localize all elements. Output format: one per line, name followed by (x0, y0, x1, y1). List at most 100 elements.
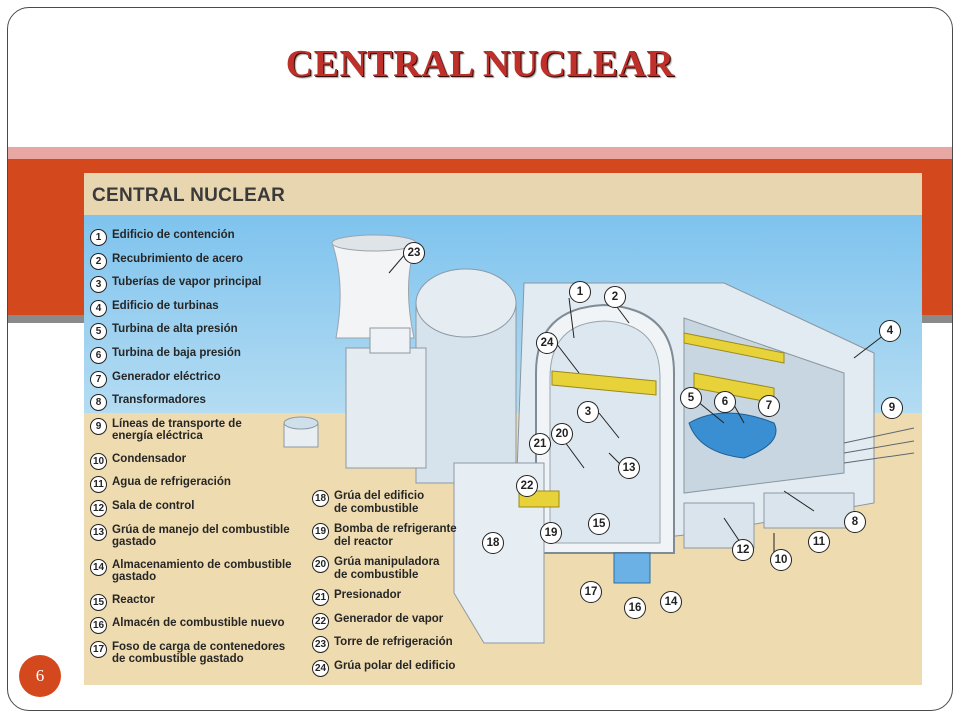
legend-label: Grúa de manejo del combustible gastado (112, 523, 290, 549)
legend-number: 5 (90, 323, 107, 341)
legend-label: Grúa del edificio de combustible (334, 490, 425, 515)
callout-10: 10 (770, 549, 792, 571)
turbines (688, 412, 777, 459)
legend-label: Torre de refrigeración (334, 636, 453, 649)
legend-item: 11 Agua de refrigeración (90, 476, 231, 494)
slide-title: CENTRAL NUCLEAR (285, 43, 675, 85)
legend-number: 23 (312, 636, 329, 654)
legend-label: Transformadores (112, 394, 206, 407)
callout-17: 17 (580, 581, 602, 603)
figure-header: CENTRAL NUCLEAR (84, 173, 922, 215)
legend-number: 24 (312, 659, 329, 677)
callout-15: 15 (588, 513, 610, 535)
legend-number: 13 (90, 523, 107, 541)
legend-item: 3 Tuberías de vapor principal (90, 276, 262, 294)
legend-item: 19 Bomba de refrigerante del reactor (312, 523, 457, 548)
legend-label: Tuberías de vapor principal (112, 276, 262, 289)
figure-title: CENTRAL NUCLEAR (92, 185, 286, 206)
callout-21: 21 (529, 433, 551, 455)
legend-number: 12 (90, 500, 107, 517)
callout-20: 20 (551, 423, 573, 445)
legend-number: 17 (90, 640, 107, 658)
legend-number: 8 (90, 394, 107, 412)
legend-label: Foso de carga de contenedores de combust… (112, 640, 286, 666)
legend-item: 24 Grúa polar del edificio (312, 659, 456, 677)
callout-7: 7 (758, 395, 780, 417)
callout-19: 19 (540, 522, 562, 544)
legend-item: 10 Condensador (90, 452, 187, 470)
legend-number: 4 (90, 299, 107, 317)
legend-label: Reactor (112, 593, 155, 606)
legend-number: 22 (312, 612, 329, 630)
legend-number: 6 (90, 347, 107, 364)
legend-number: 9 (90, 417, 107, 435)
legend-number: 1 (90, 229, 107, 246)
callout-8: 8 (844, 511, 866, 533)
callout-2: 2 (604, 286, 626, 308)
legend-label: Generador de vapor (334, 612, 444, 625)
legend-item: 13 Grúa de manejo del combustible gastado (90, 523, 290, 549)
nuclear-plant-figure: CENTRAL NUCLEAR (84, 173, 922, 685)
legend-label: Condensador (112, 452, 187, 465)
legend-label: Líneas de transporte de energía eléctric… (112, 417, 242, 443)
callout-23: 23 (403, 242, 425, 264)
callout-9: 9 (881, 397, 903, 419)
callout-11: 11 (808, 531, 830, 553)
legend-number: 20 (312, 556, 329, 573)
legend-item: 5 Turbina de alta presión (90, 323, 238, 341)
legend-item: 6 Turbina de baja presión (90, 347, 241, 364)
legend-item: 12 Sala de control (90, 500, 194, 517)
legend-label: Turbina de alta presión (112, 323, 238, 336)
legend-label: Turbina de baja presión (112, 347, 241, 359)
legend-item: 4 Edificio de turbinas (90, 299, 219, 317)
legend-label: Generador eléctrico (112, 370, 221, 383)
legend-item: 21 Presionador (312, 589, 401, 606)
legend-label: Edificio de turbinas (112, 299, 219, 312)
legend-item: 8 Transformadores (90, 394, 206, 412)
legend-label: Grúa polar del edificio (334, 659, 456, 672)
polar-crane (551, 370, 657, 396)
legend-label: Sala de control (112, 500, 195, 512)
legend-number: 15 (90, 593, 107, 611)
page-number: 6 (19, 655, 61, 697)
callout-4: 4 (879, 320, 901, 342)
legend-number: 11 (90, 476, 107, 494)
legend-number: 14 (90, 558, 107, 576)
legend-number: 7 (90, 370, 107, 388)
callout-1: 1 (569, 281, 591, 303)
legend-label: Bomba de refrigerante del reactor (334, 523, 457, 548)
legend-number: 10 (90, 452, 107, 470)
spent-fuel-storage (613, 552, 651, 584)
callout-22: 22 (516, 475, 538, 497)
callout-16: 16 (624, 597, 646, 619)
legend-item: 17 Foso de carga de contenedores de combu… (90, 640, 286, 666)
legend-label: Presionador (334, 589, 402, 601)
legend-item: 23 Torre de refrigeración (312, 636, 453, 654)
legend-label: Agua de refrigeración (112, 476, 231, 489)
legend-number: 19 (312, 523, 329, 540)
legend-label: Edificio de contención (112, 229, 235, 241)
legend-number: 3 (90, 276, 107, 294)
callout-13: 13 (618, 457, 640, 479)
callout-14: 14 (660, 591, 682, 613)
fuel-building (453, 462, 545, 644)
legend-item: 22 Generador de vapor (312, 612, 444, 630)
legend-item: 7 Generador eléctrico (90, 370, 221, 388)
callout-18: 18 (482, 532, 504, 554)
callout-12: 12 (732, 539, 754, 561)
header-band-pink (8, 147, 952, 159)
callout-24: 24 (536, 332, 558, 354)
plant-illustration (283, 234, 915, 644)
legend-item: 20 Grúa manipuladora de combustible (312, 556, 439, 581)
power-lines (843, 427, 915, 464)
legend-item: 1 Edificio de contención (90, 229, 235, 246)
legend-label: Almacén de combustible nuevo (112, 617, 285, 630)
legend-number: 2 (90, 252, 107, 270)
callout-3: 3 (577, 401, 599, 423)
legend-number: 21 (312, 589, 329, 606)
legend-label: Grúa manipuladora de combustible (334, 556, 440, 581)
